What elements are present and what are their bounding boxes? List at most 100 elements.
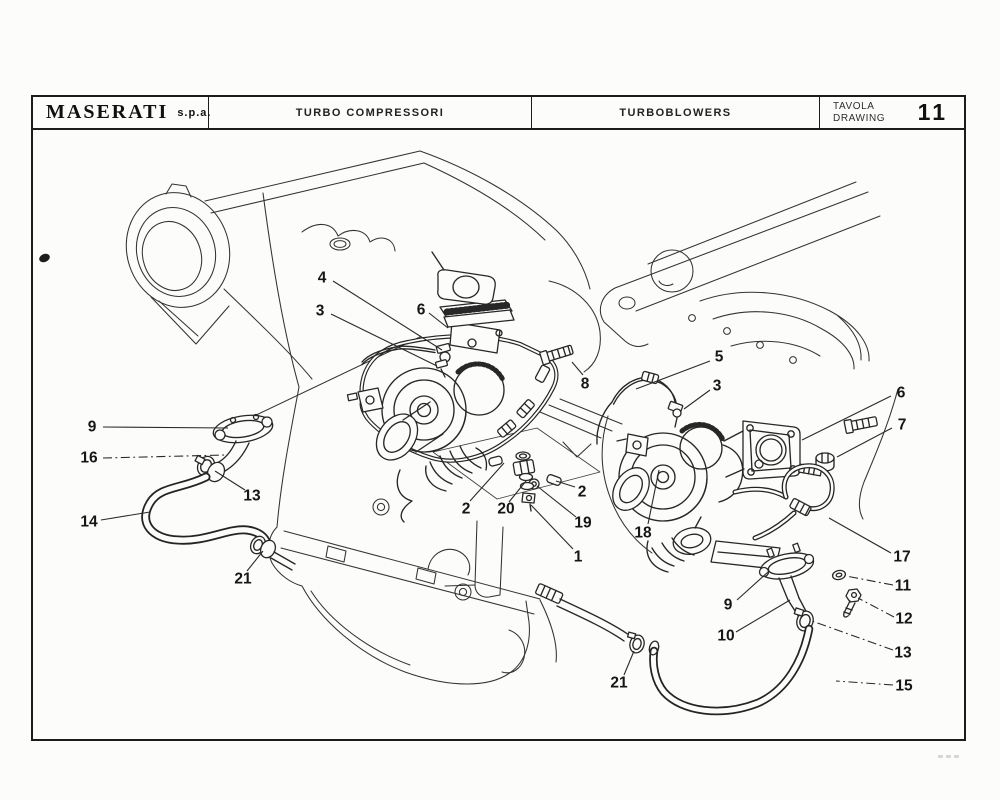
hose-couplings <box>497 364 551 438</box>
hose-clamp <box>249 535 277 559</box>
leader-line-7 <box>836 427 893 458</box>
callout-part-9a: 9 <box>88 419 97 436</box>
callout-part-11: 11 <box>895 578 912 595</box>
leader-line-6b <box>801 395 892 441</box>
compressor-inlet <box>612 467 650 511</box>
leader-line-3a <box>330 313 438 367</box>
mount-bracket <box>616 433 649 457</box>
right-drain-assembly <box>626 542 862 716</box>
callout-part-6a: 6 <box>417 302 426 319</box>
left-drain-assembly <box>141 413 296 571</box>
leader-line-14 <box>100 511 151 521</box>
plate-frame: MASERATI s.p.a. TURBO COMPRESSORI TURBOB… <box>31 95 966 741</box>
leader-line-5 <box>635 360 711 390</box>
wastegate-actuator <box>672 516 712 555</box>
drain-flange <box>212 413 274 444</box>
hose-clamp <box>626 631 660 656</box>
callout-part-7: 7 <box>898 417 907 434</box>
leader-line-9b <box>736 571 769 601</box>
leader-line-21a <box>246 550 264 572</box>
plate-label-en: DRAWING <box>833 112 886 124</box>
oil-feed-banjo <box>434 342 451 378</box>
leader-line-11 <box>845 575 894 586</box>
callout-part-3b: 3 <box>713 378 722 395</box>
mount-bracket <box>346 387 384 413</box>
leader-line-20 <box>508 480 527 503</box>
leader-line-13a <box>214 470 246 491</box>
title-block: MASERATI s.p.a. TURBO COMPRESSORI TURBOB… <box>33 97 964 130</box>
engine-block <box>125 150 899 685</box>
callout-part-5: 5 <box>715 349 724 366</box>
plate-number-cell: TAVOLA DRAWING 11 <box>820 97 964 128</box>
compressor-housing <box>381 367 467 453</box>
leader-line-12 <box>857 597 895 618</box>
callout-part-21b: 21 <box>610 675 628 692</box>
callout-part-17: 17 <box>893 549 910 566</box>
leader-line-17 <box>828 517 892 554</box>
outlet-flange-plate <box>723 420 801 480</box>
leader-line-19 <box>536 485 577 518</box>
compressor-inlet <box>375 401 444 461</box>
plate-number: 11 <box>917 99 948 125</box>
brand-name: MASERATI <box>46 101 169 123</box>
leader-line-18 <box>647 469 660 525</box>
oil-tee-fitting <box>488 451 562 512</box>
wastegate-bellows <box>396 445 488 523</box>
exhaust-stud <box>539 344 574 366</box>
callout-part-2b: 2 <box>578 484 587 501</box>
center-housing <box>679 422 744 503</box>
callout-part-20: 20 <box>497 501 514 518</box>
callout-part-4: 4 <box>318 270 327 287</box>
leader-line-13b <box>811 620 894 651</box>
title-italian-cell: TURBO COMPRESSORI <box>209 97 532 128</box>
callout-part-10: 10 <box>717 628 734 645</box>
leader-line-1 <box>530 504 574 550</box>
oil-drain-hose <box>732 463 835 541</box>
brand-suffix: s.p.a. <box>177 106 212 119</box>
leader-line-21b <box>623 650 635 676</box>
drain-flange <box>758 542 815 580</box>
leader-line-6a <box>428 312 449 329</box>
right-turbocharger <box>596 370 878 573</box>
callout-part-15: 15 <box>895 678 913 695</box>
heat-shield-bracket <box>710 540 781 570</box>
shield-outline <box>601 415 653 554</box>
callout-part-2a: 2 <box>462 501 471 518</box>
leader-line-4 <box>332 280 443 351</box>
title-english: TURBOBLOWERS <box>619 106 732 119</box>
callout-part-21a: 21 <box>234 571 252 588</box>
callout-part-14: 14 <box>80 514 98 531</box>
oil-feed-pipe <box>361 345 436 366</box>
plate-label: TAVOLA DRAWING <box>833 101 885 124</box>
callout-part-12: 12 <box>895 611 912 628</box>
callout-part-13b: 13 <box>894 645 912 662</box>
title-english-cell: TURBOBLOWERS <box>532 97 820 128</box>
leader-line-2b <box>555 480 576 488</box>
bolt <box>843 588 862 618</box>
scan-smudge <box>938 745 972 758</box>
title-italian: TURBO COMPRESSORI <box>295 106 445 119</box>
callout-part-16: 16 <box>80 450 98 467</box>
leader-line-10 <box>735 599 791 633</box>
callout-part-18: 18 <box>634 525 652 542</box>
leader-line-16 <box>102 454 226 459</box>
drain-pipe-fitting <box>535 583 630 642</box>
plate-label-it: TAVOLA <box>833 101 875 112</box>
callout-part-8: 8 <box>581 376 590 393</box>
downpipe-bellows <box>646 537 695 573</box>
callout-part-9b: 9 <box>724 597 733 614</box>
callout-part-6b: 6 <box>897 385 906 402</box>
leader-line-8 <box>571 361 584 376</box>
callout-part-13a: 13 <box>243 488 261 505</box>
callout-part-1: 1 <box>574 549 583 566</box>
turbine-housing <box>453 361 506 416</box>
leader-line-15 <box>835 680 894 686</box>
washer <box>831 569 847 581</box>
left-turbocharger <box>346 251 559 523</box>
leader-line-3b <box>683 389 711 410</box>
leader-line-2a <box>469 462 505 502</box>
manifold-flange <box>431 251 515 354</box>
